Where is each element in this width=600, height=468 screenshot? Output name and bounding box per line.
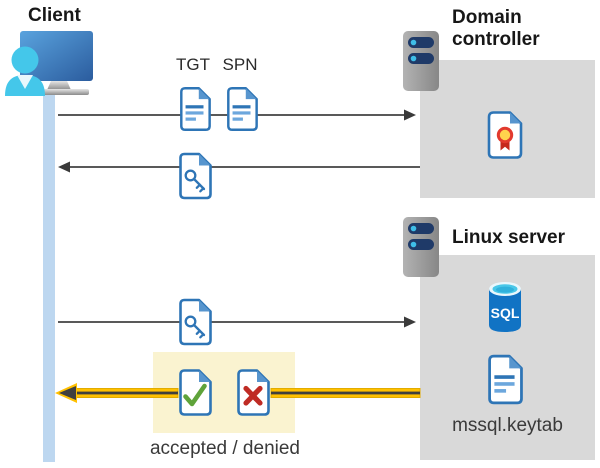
domain-controller-label: Domain controller xyxy=(452,7,540,50)
arrow-dc-to-client xyxy=(58,161,420,173)
result-highlight-box xyxy=(153,352,295,433)
accepted-denied-label: accepted / denied xyxy=(149,438,300,459)
spn-label: SPN xyxy=(222,55,258,74)
client-monitor-user-icon xyxy=(5,31,93,96)
sql-icon-label: SQL xyxy=(491,305,520,321)
accepted-check-document-icon xyxy=(179,369,212,416)
linux-server-label: Linux server xyxy=(452,227,565,248)
key-ticket-document-icon xyxy=(179,152,212,200)
domain-controller-server-icon xyxy=(403,31,439,91)
keytab-file-label: mssql.keytab xyxy=(452,415,563,436)
key-ticket-document-icon xyxy=(179,298,212,346)
spn-document-icon xyxy=(227,86,258,132)
linux-server-icon xyxy=(403,217,439,277)
certificate-document-icon xyxy=(487,111,523,159)
client-label: Client xyxy=(28,5,81,26)
tgt-label: TGT xyxy=(176,55,210,74)
sql-database-icon: SQL xyxy=(489,282,521,332)
tgt-ticket-document-icon xyxy=(180,86,211,132)
keytab-document-icon xyxy=(488,354,523,405)
client-lifeline xyxy=(43,94,55,462)
arrow-client-to-linux xyxy=(58,316,416,328)
denied-cross-document-icon xyxy=(237,369,270,416)
